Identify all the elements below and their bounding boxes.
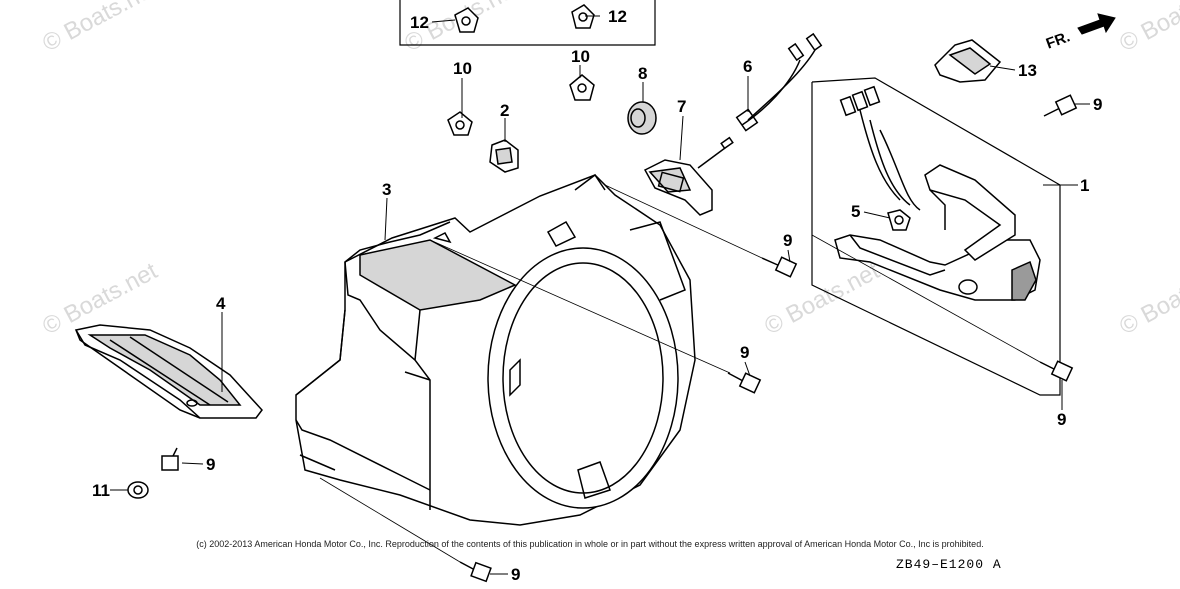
callout-13: 13 xyxy=(1018,61,1037,80)
callout-4: 4 xyxy=(216,294,226,313)
clamp-part-2[interactable] xyxy=(489,139,519,173)
callout-7: 7 xyxy=(677,97,686,116)
wire-harness-part-6[interactable] xyxy=(735,32,823,132)
clip-part-10-left[interactable] xyxy=(447,111,473,136)
callout-12: 12 xyxy=(410,13,429,32)
diagram-code: ZB49–E1200 A xyxy=(896,557,1002,572)
front-direction-arrow xyxy=(1077,13,1116,35)
clip-part-12-left[interactable] xyxy=(454,7,479,33)
callout-9: 9 xyxy=(1093,95,1102,114)
callout-11: 11 xyxy=(92,481,110,500)
clip-part-13[interactable] xyxy=(934,39,1002,83)
grommet-part-8[interactable] xyxy=(627,101,657,135)
clip-part-10-right[interactable] xyxy=(569,74,595,101)
callout-1: 1 xyxy=(1080,176,1089,195)
callout-9: 9 xyxy=(740,343,749,362)
control-box-part-1[interactable] xyxy=(811,77,1061,396)
callout-labels: 12 12 10 10 2 8 7 6 13 9 1 5 3 9 4 9 9 9… xyxy=(92,7,1102,584)
watermark: © Boats.net xyxy=(38,0,162,57)
callout-9: 9 xyxy=(511,565,520,584)
callout-3: 3 xyxy=(382,180,391,199)
clip-part-11[interactable] xyxy=(127,481,149,499)
watermark: © Boats.net xyxy=(1115,257,1180,340)
clip-part-5[interactable] xyxy=(887,209,911,231)
deflector-part-4[interactable] xyxy=(74,324,263,419)
bolt-part-9-c[interactable] xyxy=(727,372,762,394)
callout-8: 8 xyxy=(638,64,647,83)
watermark: © Boats.net xyxy=(1115,0,1180,57)
leader-lines xyxy=(110,15,1090,575)
callout-9: 9 xyxy=(783,231,792,250)
bolt-part-9-e[interactable] xyxy=(161,447,179,471)
fan-cover-part-3[interactable] xyxy=(295,173,696,526)
callout-6: 6 xyxy=(743,57,752,76)
callout-10: 10 xyxy=(571,47,590,66)
callout-9: 9 xyxy=(206,455,215,474)
callout-10: 10 xyxy=(453,59,472,78)
bolt-part-9-f[interactable] xyxy=(459,561,492,583)
callout-2: 2 xyxy=(500,101,509,120)
item-12-frame xyxy=(399,0,656,46)
bolt-part-9-d[interactable] xyxy=(1039,360,1074,382)
callout-9: 9 xyxy=(1057,410,1066,429)
callout-5: 5 xyxy=(851,202,860,221)
callout-12: 12 xyxy=(608,7,627,26)
copyright-notice: (c) 2002-2013 American Honda Motor Co., … xyxy=(196,539,984,549)
bolt-part-9-b[interactable] xyxy=(761,256,798,278)
switch-part-7[interactable] xyxy=(643,136,734,216)
bolt-part-9-a[interactable] xyxy=(1043,94,1078,117)
clip-part-12-right[interactable] xyxy=(571,4,595,29)
